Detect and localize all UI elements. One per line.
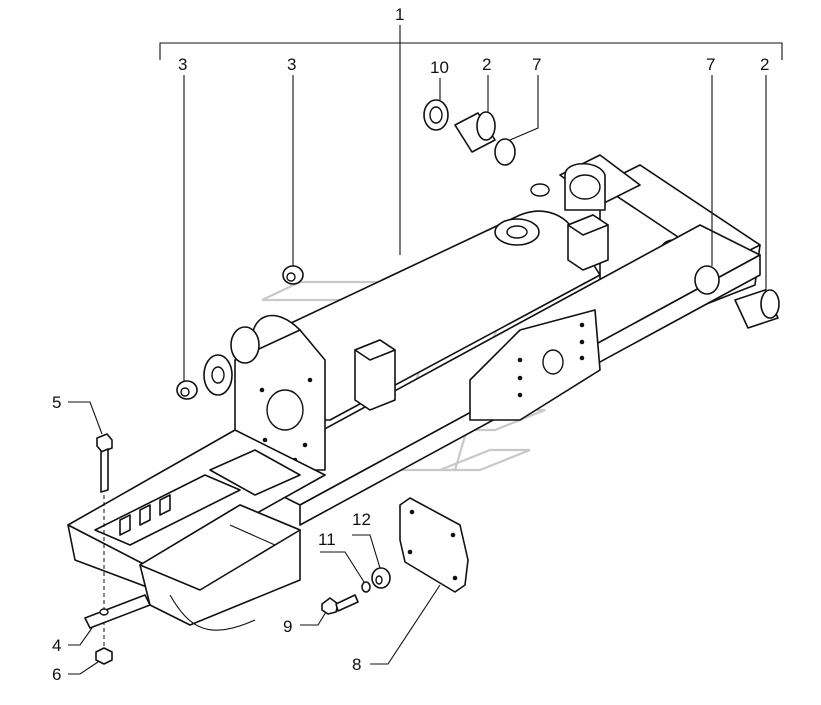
plate-4	[84, 594, 151, 629]
callout-11: 11	[318, 530, 336, 549]
front-housing	[234, 329, 326, 471]
callout-7a: 7	[532, 55, 541, 74]
callout-10: 10	[430, 58, 449, 77]
callout-labels: 1 3 3 10 2 7 7 2 5 4 6 12 11 9 8	[52, 5, 769, 684]
pad-blocks	[354, 214, 609, 411]
callout-12: 12	[352, 510, 371, 529]
assembly-bracket	[159, 25, 783, 255]
pin-bosses	[203, 326, 260, 396]
callout-6: 6	[52, 665, 61, 684]
callout-2b: 2	[760, 55, 769, 74]
bushing-3-left	[176, 380, 198, 400]
washer-11	[361, 581, 371, 593]
bushing-2-right	[734, 289, 780, 329]
oring-7-top	[494, 138, 516, 166]
bushing-12	[371, 567, 391, 589]
bolt-9	[321, 594, 359, 615]
bushing-3-top	[282, 265, 304, 285]
side-plate	[469, 309, 601, 421]
oring-7-right	[694, 265, 720, 295]
leader-lines	[68, 75, 767, 675]
callout-3a: 3	[178, 55, 187, 74]
callout-8: 8	[352, 655, 361, 674]
callout-2a: 2	[482, 55, 491, 74]
front-fork	[67, 429, 326, 631]
bushing-2-top	[454, 111, 496, 153]
callout-7b: 7	[706, 55, 715, 74]
callout-5: 5	[52, 393, 61, 412]
cover-8	[399, 497, 469, 593]
seal-10	[423, 99, 449, 131]
callout-3b: 3	[287, 55, 296, 74]
callout-9: 9	[283, 617, 292, 636]
callout-4: 4	[52, 636, 61, 655]
nut-6	[95, 647, 113, 665]
callout-1: 1	[395, 5, 404, 24]
bolt-5	[96, 433, 113, 650]
